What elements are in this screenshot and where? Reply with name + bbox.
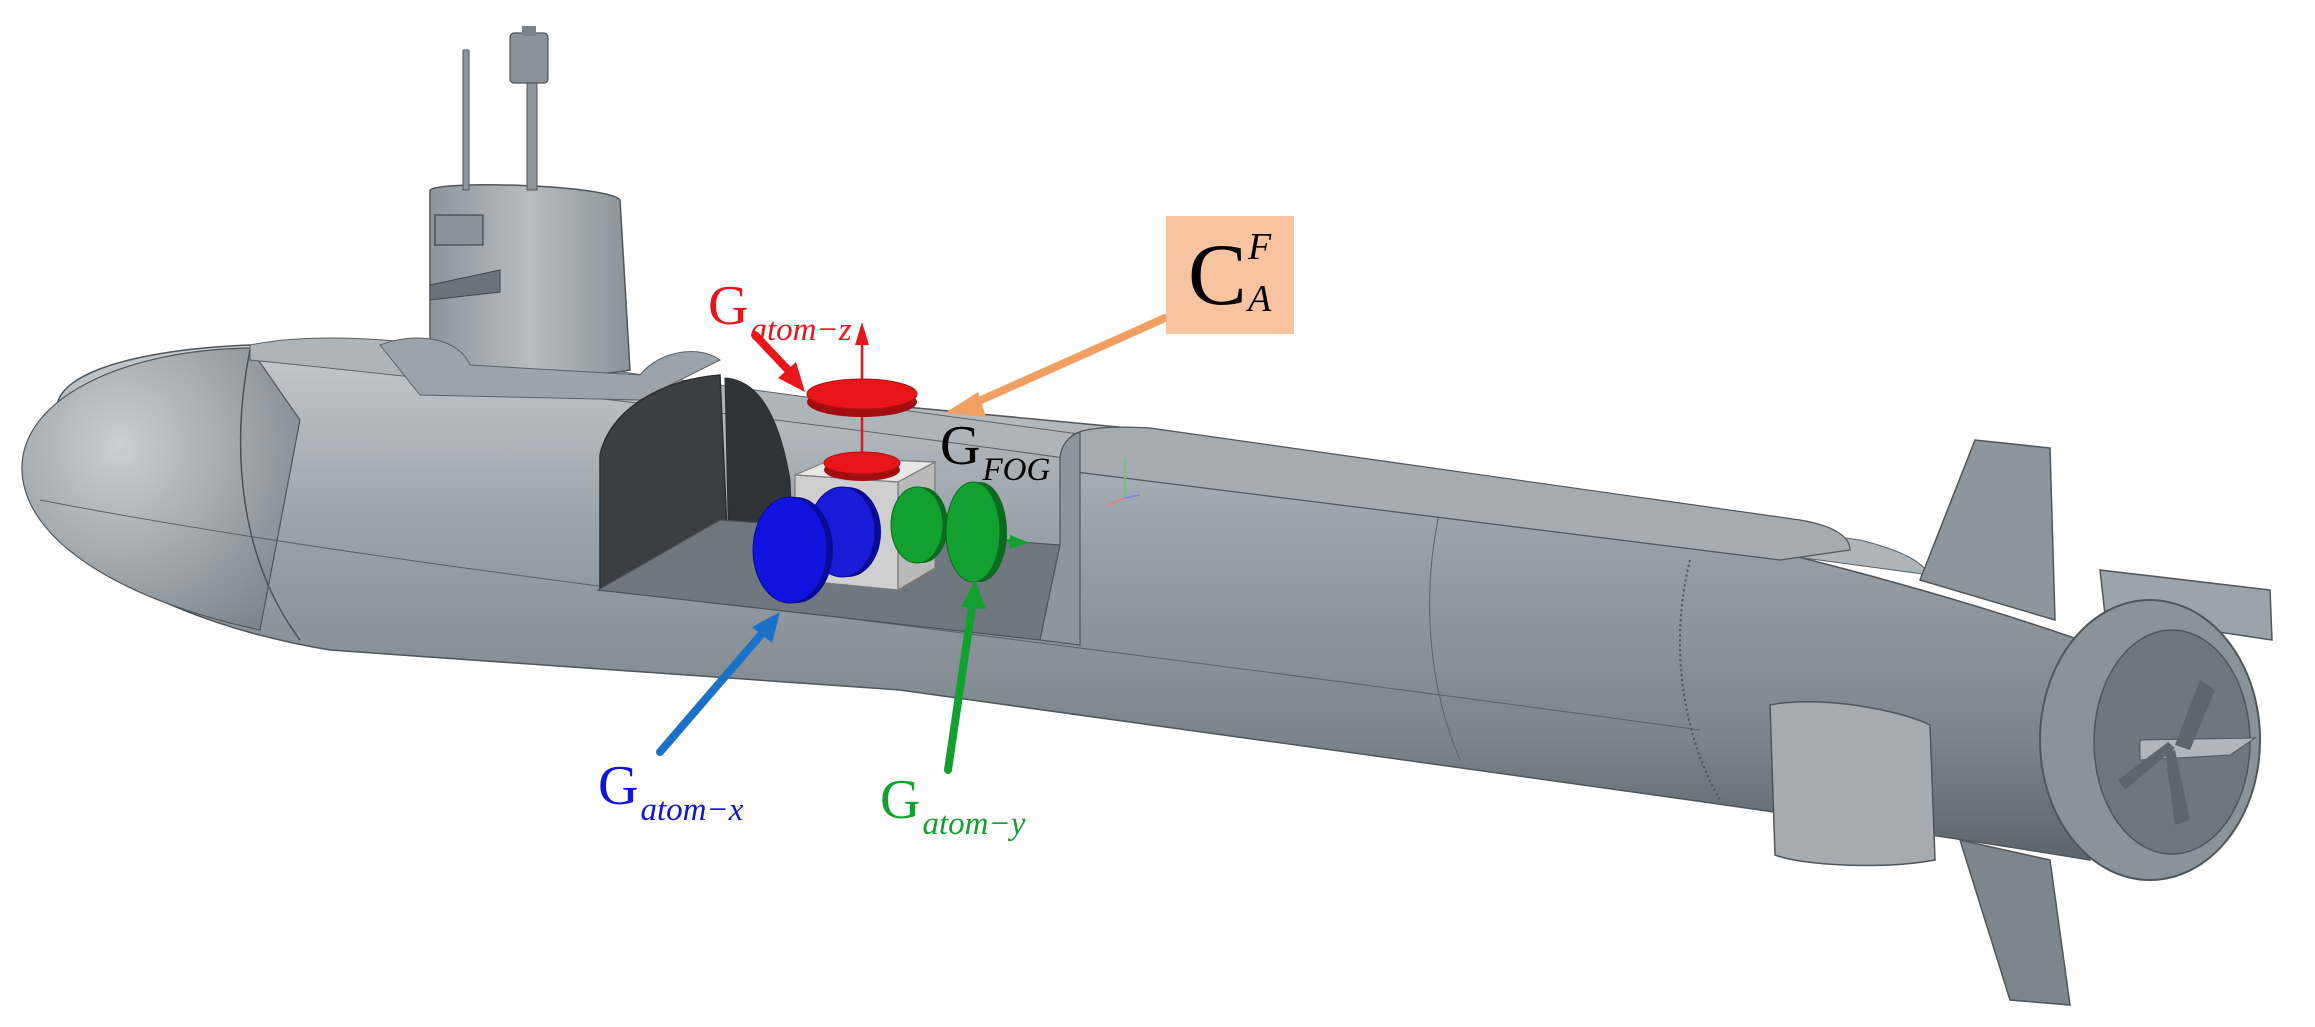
side-plane-near — [1769, 701, 1936, 867]
side-plane-far — [2099, 569, 2273, 641]
label-g-atom-z-main: G — [708, 275, 749, 337]
hull-seam-1 — [239, 349, 301, 641]
arrow-ca — [966, 314, 1169, 409]
label-c-a-f: C F A — [1166, 216, 1294, 334]
sail-window — [434, 214, 484, 246]
z-axis-gyro — [806, 322, 918, 481]
label-g-atom-y-main: G — [880, 769, 921, 831]
x-axis-gyro — [752, 486, 881, 604]
x-gyro-disk-front — [752, 496, 828, 604]
arrow-atom-x — [656, 626, 769, 756]
sail-tower — [379, 26, 721, 401]
y-axis-gyro — [890, 481, 1030, 583]
y-gyro-disk-outer — [945, 481, 1001, 583]
label-g-atom-x-main: G — [598, 755, 639, 817]
arrow-atom-y — [944, 596, 977, 774]
label-g-atom-z: Gatom−z — [708, 275, 852, 347]
label-g-atom-x-sub: atom−x — [640, 792, 744, 828]
upper-rudder — [1919, 439, 2056, 622]
label-g-fog-sub: FOG — [982, 452, 1051, 488]
lower-rudder — [1958, 838, 2071, 1006]
arrow-atom-z — [751, 331, 794, 376]
ca-label-box — [1166, 216, 1294, 334]
z-axis-arrowhead — [855, 322, 869, 345]
rear-deck-casing — [1059, 426, 1851, 561]
propeller-blade-3 — [2118, 742, 2175, 790]
arrow-atom-z-head — [778, 362, 805, 392]
propeller-blade-2 — [2165, 750, 2190, 825]
sail-base-fillet — [379, 337, 721, 401]
label-g-fog: GFOG — [940, 415, 1050, 487]
label-g-atom-y: Gatom−y — [880, 769, 1025, 841]
z-gyro-disk-upper — [806, 378, 918, 410]
label-g-atom-x: Gatom−x — [598, 755, 743, 827]
stern-assembly — [1769, 439, 2273, 1006]
label-g-atom-z-sub: atom−z — [750, 312, 852, 348]
cutaway-rear-wall — [1039, 431, 1081, 646]
hull-seam-3 — [1679, 559, 1721, 801]
y-gyro-disk-inner — [890, 486, 944, 564]
mast-2 — [526, 79, 538, 191]
callout-arrows — [656, 314, 1169, 774]
z-gyro-disk-lower — [823, 451, 901, 475]
label-g-atom-y-sub: atom−y — [922, 806, 1026, 842]
coordinate-triad-icon — [1107, 458, 1141, 506]
arrow-atom-x-head — [752, 612, 780, 643]
arrow-ca-head — [945, 392, 986, 417]
label-c-a-f-sup: F — [1248, 226, 1272, 268]
hull-nose — [21, 347, 301, 631]
label-c-a-f-main: C — [1188, 227, 1247, 324]
y-axis-arrowhead — [1009, 535, 1030, 549]
mast-head-cap — [522, 26, 536, 36]
arrow-atom-y-head — [961, 580, 986, 609]
label-g-fog-main: G — [940, 415, 981, 477]
hull-seam-4 — [1429, 509, 1461, 761]
sail-fin — [429, 269, 501, 301]
label-c-a-f-sub: A — [1248, 278, 1272, 320]
propeller-blade-1 — [2175, 680, 2215, 750]
mast-1 — [462, 49, 470, 191]
mast-head — [509, 32, 549, 84]
